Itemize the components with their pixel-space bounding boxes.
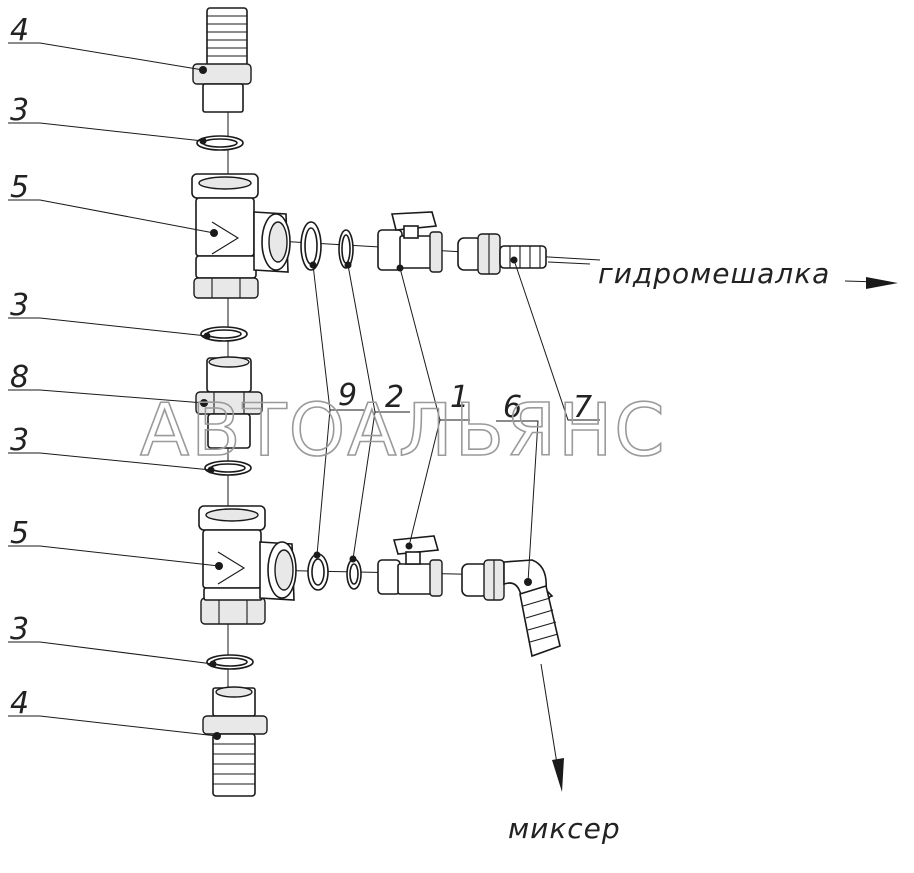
leader-4-top (8, 42, 204, 71)
label-5-top: 5 (10, 170, 29, 205)
label-4-top: 4 (10, 13, 29, 48)
label-2: 2 (385, 380, 404, 415)
label-3-d: 3 (10, 612, 29, 647)
flow-arrow-down-shaft (540, 663, 559, 771)
part-6-fitting-top (457, 233, 501, 275)
leader-8 (8, 389, 205, 404)
label-3-b: 3 (10, 288, 29, 323)
part-7-hose-nipple-top (499, 245, 547, 269)
watermark-text: АВТОАЛЬЯНС (140, 388, 667, 472)
label-8: 8 (10, 360, 29, 395)
label-3-a: 3 (10, 93, 29, 128)
leader-6 (496, 420, 539, 583)
flow-line-right (547, 261, 591, 265)
label-5-bottom: 5 (10, 516, 29, 551)
label-6: 6 (503, 390, 522, 425)
label-7: 7 (573, 390, 592, 425)
flow-label-mixer: миксер (508, 812, 621, 845)
part-6-fitting-bottom (461, 559, 505, 601)
leader-9-bottom (316, 409, 331, 556)
leader-3-c (8, 452, 212, 471)
label-4-bottom: 4 (10, 686, 29, 721)
label-1: 1 (450, 380, 469, 415)
part-8-nipple (195, 356, 263, 449)
part-4-bottom-nipple (202, 686, 268, 797)
leader-4-bottom (8, 715, 218, 737)
part-3-oring-b-inner (206, 329, 242, 339)
flow-arrow-down-head (552, 758, 564, 792)
part-7-elbow-bottom (503, 559, 561, 658)
label-9: 9 (338, 378, 357, 413)
leader-3-d (8, 641, 214, 665)
leader-2-bottom (352, 411, 376, 560)
part-3-oring-a-inner (202, 138, 238, 148)
part-1-valve-top (377, 211, 443, 273)
part-3-oring-d-inner (212, 657, 248, 667)
leader-3-b (8, 317, 208, 337)
flow-arrow-right-head (866, 277, 898, 289)
leader-7 (513, 259, 600, 421)
leader-3-a (8, 122, 204, 142)
flow-label-hydromixer: гидромешалка (598, 257, 830, 290)
part-1-valve-bottom (377, 535, 443, 597)
leader-1-bottom (408, 419, 441, 547)
leader-5-bottom (8, 545, 220, 567)
part-5-bottom-tee (198, 505, 297, 625)
leader-5-top (8, 199, 215, 234)
label-3-c: 3 (10, 423, 29, 458)
part-4-top-nipple (192, 7, 252, 113)
part-5-top-tee (191, 173, 291, 299)
